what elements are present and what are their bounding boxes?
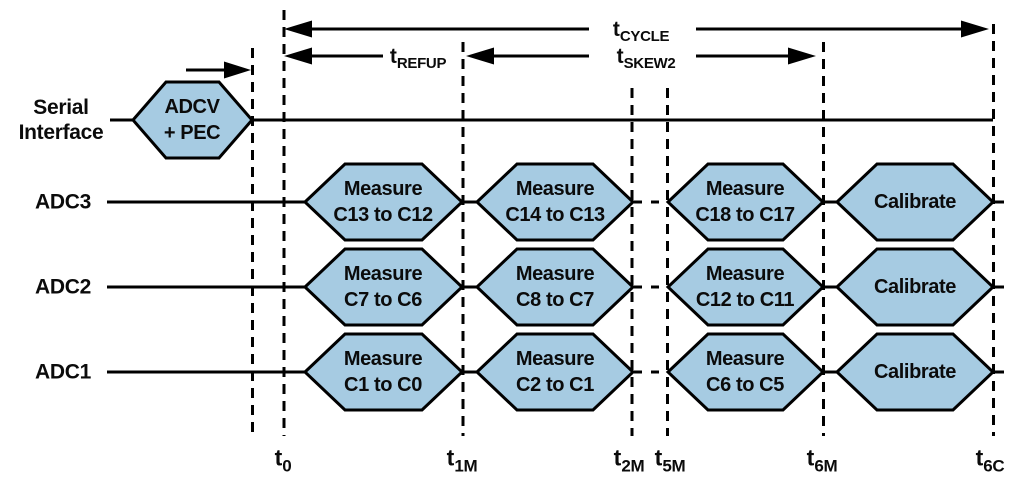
adc3-hexagon-1-label: Measure C13 to C12 bbox=[333, 176, 433, 228]
t0-sub: 0 bbox=[282, 456, 292, 476]
serial-label-line2: Interface bbox=[18, 121, 104, 144]
adc3-measure-hexagon-3 bbox=[665, 162, 826, 242]
adc3-hexagon-2-label: Measure C14 to C13 bbox=[505, 176, 605, 228]
adc1-hexagon-2-label: Measure C2 to C1 bbox=[515, 346, 595, 398]
tskew2-right-arrowhead-icon bbox=[788, 47, 816, 65]
adc2-hexagon-4-label: Calibrate bbox=[874, 274, 956, 300]
adc2-hexagon-1-label: Measure C7 to C6 bbox=[343, 261, 423, 313]
t-skew2-base: t bbox=[616, 45, 624, 68]
adc2-measure-hexagon-3 bbox=[665, 247, 826, 327]
row-label-adc3: ADC3 bbox=[35, 190, 91, 214]
adc1-hexagon-4-label: Calibrate bbox=[874, 359, 956, 385]
label-t-refup: tREFUP bbox=[389, 45, 447, 72]
hex-text-line: C18 to C17 bbox=[695, 204, 795, 226]
adc2-measure-hexagon-1 bbox=[302, 247, 465, 327]
time-marker-t6m: t6M bbox=[806, 444, 838, 476]
adc1-measure-hexagon-1 bbox=[302, 332, 465, 412]
hex-text-line: C7 to C6 bbox=[344, 289, 422, 311]
adcv-pec-hexagon bbox=[131, 80, 254, 160]
time-marker-t1m: t1M bbox=[446, 444, 478, 476]
t-refup-base: t bbox=[389, 45, 397, 68]
t2m-sub: 2M bbox=[621, 456, 645, 476]
hex-text-line: Measure bbox=[515, 263, 595, 285]
hex-text-line: C2 to C1 bbox=[516, 374, 594, 396]
adc1-calibrate-hexagon bbox=[834, 332, 996, 412]
label-t-skew2: tSKEW2 bbox=[616, 45, 676, 72]
command-arrowhead-icon bbox=[224, 61, 251, 79]
t6m-base: t bbox=[806, 444, 815, 471]
hex-text-line: Measure bbox=[705, 178, 785, 200]
adc3-measure-hexagon-1 bbox=[302, 162, 465, 242]
adcv-line1: ADCV bbox=[164, 96, 220, 118]
time-marker-t2m: t2M bbox=[613, 444, 645, 476]
hex-text-line: Measure bbox=[515, 178, 595, 200]
hex-text-line: Calibrate bbox=[874, 361, 956, 383]
adc3-calibrate-hexagon bbox=[834, 162, 996, 242]
hex-text-line: Calibrate bbox=[874, 191, 956, 213]
adc2-calibrate-hexagon bbox=[834, 247, 996, 327]
hex-text-line: Measure bbox=[705, 263, 785, 285]
t5m-base: t bbox=[654, 444, 663, 471]
hex-text-line: Measure bbox=[515, 348, 595, 370]
row-label-adc1: ADC1 bbox=[35, 360, 91, 384]
hex-text-line: C8 to C7 bbox=[516, 289, 594, 311]
hex-text-line: Calibrate bbox=[874, 276, 956, 298]
hex-text-line: Measure bbox=[343, 263, 423, 285]
adc1-measure-hexagon-3 bbox=[665, 332, 826, 412]
tskew2-left-arrowhead-icon bbox=[466, 47, 494, 65]
adcv-line2: + PEC bbox=[163, 122, 221, 144]
adc3-hexagon-3-label: Measure C18 to C17 bbox=[695, 176, 795, 228]
t-skew2-sub: SKEW2 bbox=[623, 55, 676, 72]
adc1-measure-hexagon-2 bbox=[474, 332, 636, 412]
t6m-sub: 6M bbox=[814, 456, 838, 476]
t1m-base: t bbox=[446, 444, 455, 471]
adc3-measure-hexagon-2 bbox=[474, 162, 636, 242]
adc2-measure-hexagon-2 bbox=[474, 247, 636, 327]
t-refup-sub: REFUP bbox=[396, 55, 447, 72]
time-marker-t0: t0 bbox=[274, 444, 292, 476]
t-cycle-base: t bbox=[612, 18, 620, 41]
tcycle-left-arrowhead-icon bbox=[284, 20, 312, 38]
time-marker-t6c: t6C bbox=[975, 444, 1005, 476]
hex-text-line: C1 to C0 bbox=[344, 374, 422, 396]
label-t-cycle: tCYCLE bbox=[612, 18, 670, 45]
hex-text-line: Measure bbox=[343, 178, 423, 200]
hex-text-line: Measure bbox=[705, 348, 785, 370]
hex-text-line: C12 to C11 bbox=[695, 289, 795, 311]
adcv-pec-label: ADCV + PEC bbox=[163, 94, 221, 146]
serial-label-line1: Serial bbox=[33, 96, 89, 119]
adc2-hexagon-3-label: Measure C12 to C11 bbox=[695, 261, 795, 313]
row-label-serial-interface: Serial Interface bbox=[19, 95, 104, 145]
trefup-left-arrowhead-icon bbox=[284, 47, 312, 65]
adc1-hexagon-1-label: Measure C1 to C0 bbox=[343, 346, 423, 398]
adc2-hexagon-2-label: Measure C8 to C7 bbox=[515, 261, 595, 313]
hex-text-line: Measure bbox=[343, 348, 423, 370]
t6c-base: t bbox=[975, 444, 984, 471]
hex-text-line: C14 to C13 bbox=[505, 204, 605, 226]
hex-text-line: C6 to C5 bbox=[706, 374, 784, 396]
t-cycle-sub: CYCLE bbox=[619, 28, 670, 45]
row-label-adc2: ADC2 bbox=[35, 275, 91, 299]
t1m-sub: 1M bbox=[454, 456, 478, 476]
time-marker-t5m: t5M bbox=[654, 444, 686, 476]
adc1-hexagon-3-label: Measure C6 to C5 bbox=[705, 346, 785, 398]
adc3-hexagon-4-label: Calibrate bbox=[874, 189, 956, 215]
t0-base: t bbox=[274, 444, 283, 471]
t6c-sub: 6C bbox=[983, 456, 1005, 476]
t5m-sub: 5M bbox=[662, 456, 686, 476]
hex-text-line: C13 to C12 bbox=[333, 204, 433, 226]
t2m-base: t bbox=[613, 444, 622, 471]
tcycle-right-arrowhead-icon bbox=[961, 20, 989, 38]
